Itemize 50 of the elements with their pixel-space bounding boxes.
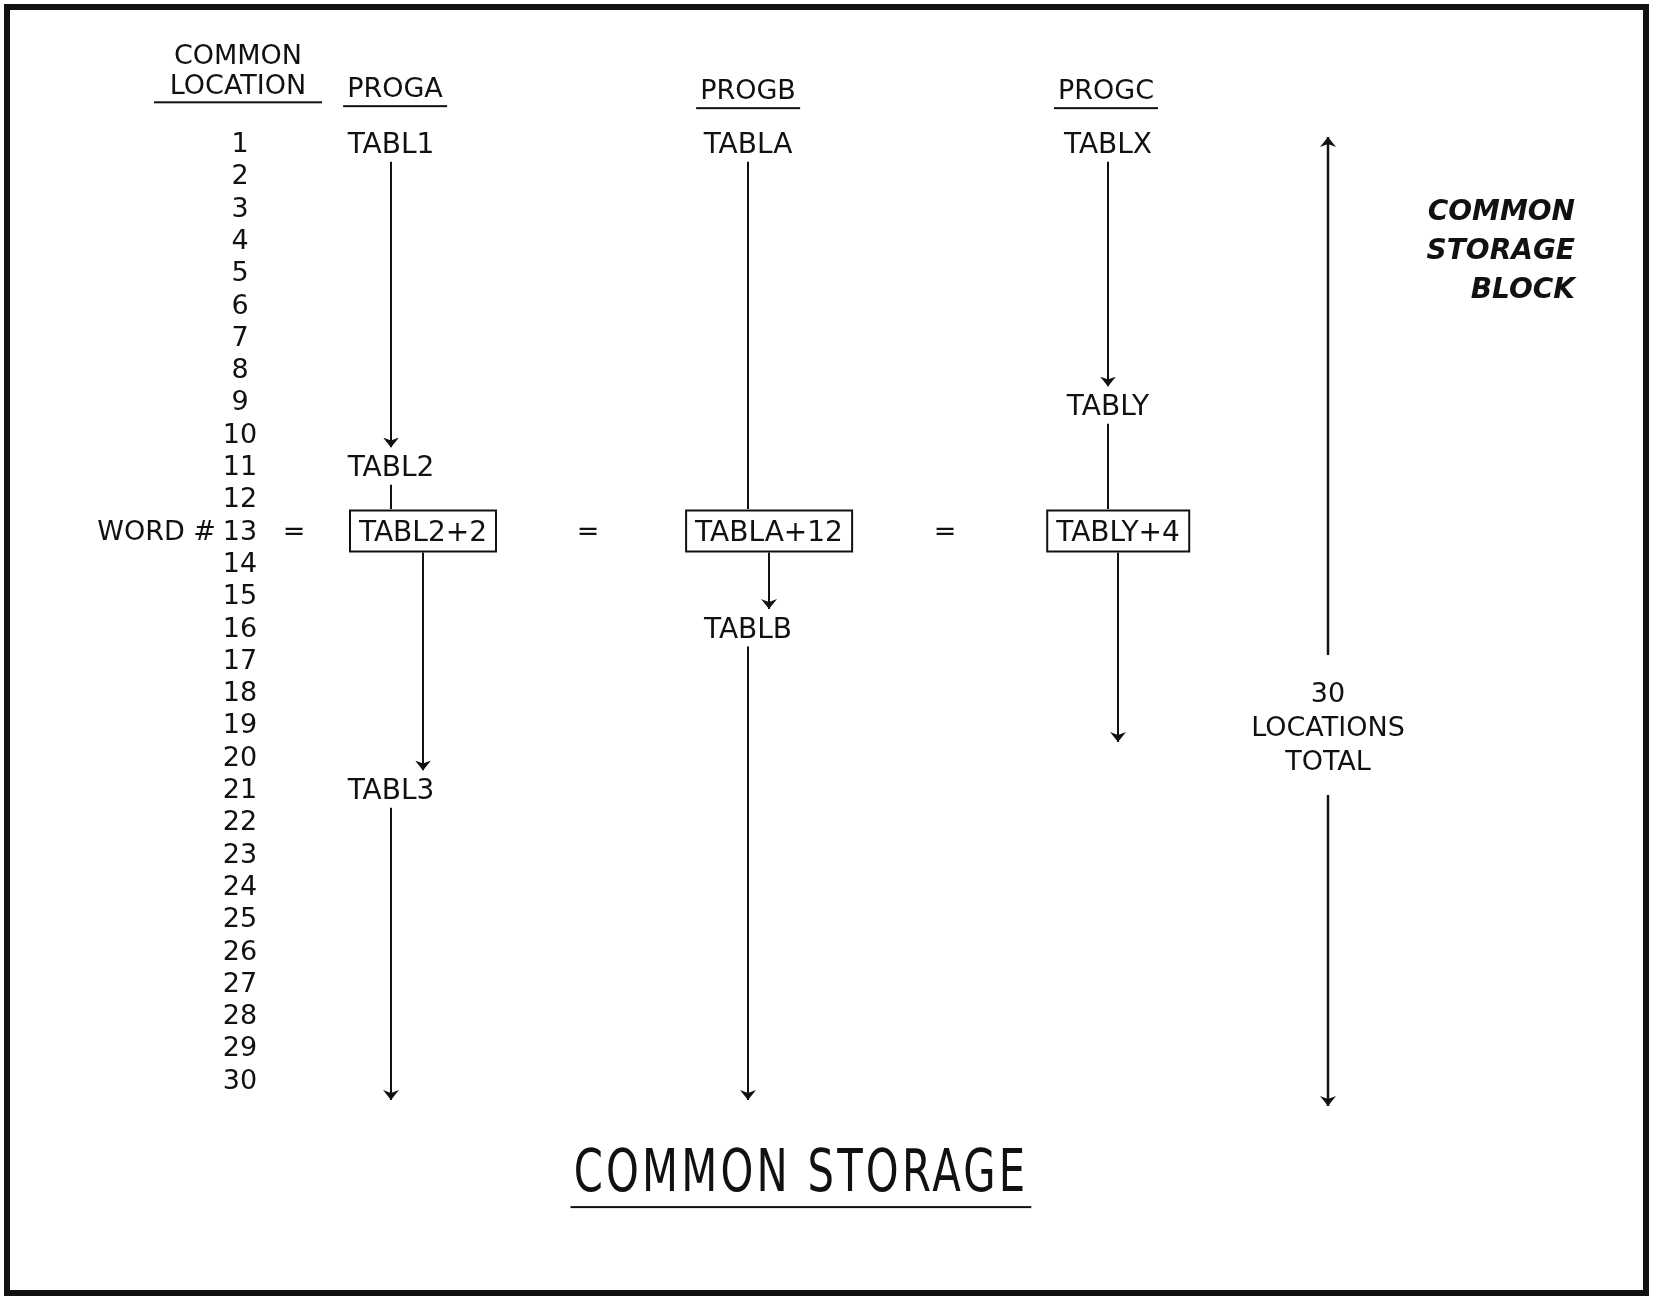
- arrow: [1113, 551, 1123, 743]
- caption: COMMON STORAGE: [570, 1140, 1032, 1208]
- row-number: 6: [231, 289, 249, 320]
- row-number: 4: [231, 225, 249, 255]
- arrow: [386, 806, 396, 1101]
- arrow: [386, 160, 396, 449]
- arrow: [1103, 160, 1113, 388]
- row-number: 26: [222, 935, 258, 966]
- row-number: 30: [222, 1064, 258, 1095]
- address-box: TABLA+12: [685, 509, 853, 553]
- address-box: TABLY+4: [1046, 509, 1190, 553]
- row-number: 21: [222, 774, 258, 804]
- row-number: 5: [231, 257, 249, 288]
- row-label: WORD #: [97, 515, 216, 546]
- row-number: 27: [222, 967, 258, 998]
- row-number: 1: [231, 128, 249, 158]
- row-number: 15: [222, 580, 258, 611]
- row-number: 7: [231, 321, 249, 352]
- row-number: 22: [222, 806, 258, 837]
- row-number: 2: [231, 160, 249, 191]
- address-box: TABL2+2: [349, 509, 497, 553]
- row-number: 12: [222, 483, 258, 514]
- row-number: 24: [222, 871, 258, 901]
- row-number: 23: [222, 838, 258, 869]
- column-heading: PROGA: [343, 73, 447, 107]
- row-number: 16: [222, 612, 258, 643]
- row-number: 13: [222, 515, 258, 546]
- row-number: 10: [222, 418, 258, 449]
- equals-sign: =: [282, 515, 306, 546]
- row-number: 25: [222, 903, 258, 934]
- row-number: 19: [222, 709, 258, 740]
- arrow: [418, 551, 428, 772]
- equals-sign: =: [933, 515, 957, 546]
- equals-sign: =: [576, 515, 600, 546]
- arrow: [743, 645, 753, 1101]
- column-heading: PROGC: [1053, 75, 1159, 109]
- block-label: COMMON STORAGE BLOCK: [1425, 193, 1575, 308]
- row-number: 14: [222, 548, 258, 578]
- arrow: [764, 551, 774, 610]
- row-number: 9: [231, 386, 249, 417]
- row-number: 17: [222, 644, 258, 675]
- column-heading: COMMON LOCATION: [154, 40, 322, 104]
- row-number: 3: [231, 192, 249, 223]
- row-number: 29: [222, 1032, 258, 1063]
- row-number: 11: [222, 451, 258, 481]
- row-number: 28: [222, 1000, 258, 1030]
- column-heading: PROGB: [696, 75, 800, 109]
- row-number: 20: [222, 741, 258, 772]
- row-number: 18: [222, 677, 258, 707]
- row-number: 8: [231, 354, 249, 384]
